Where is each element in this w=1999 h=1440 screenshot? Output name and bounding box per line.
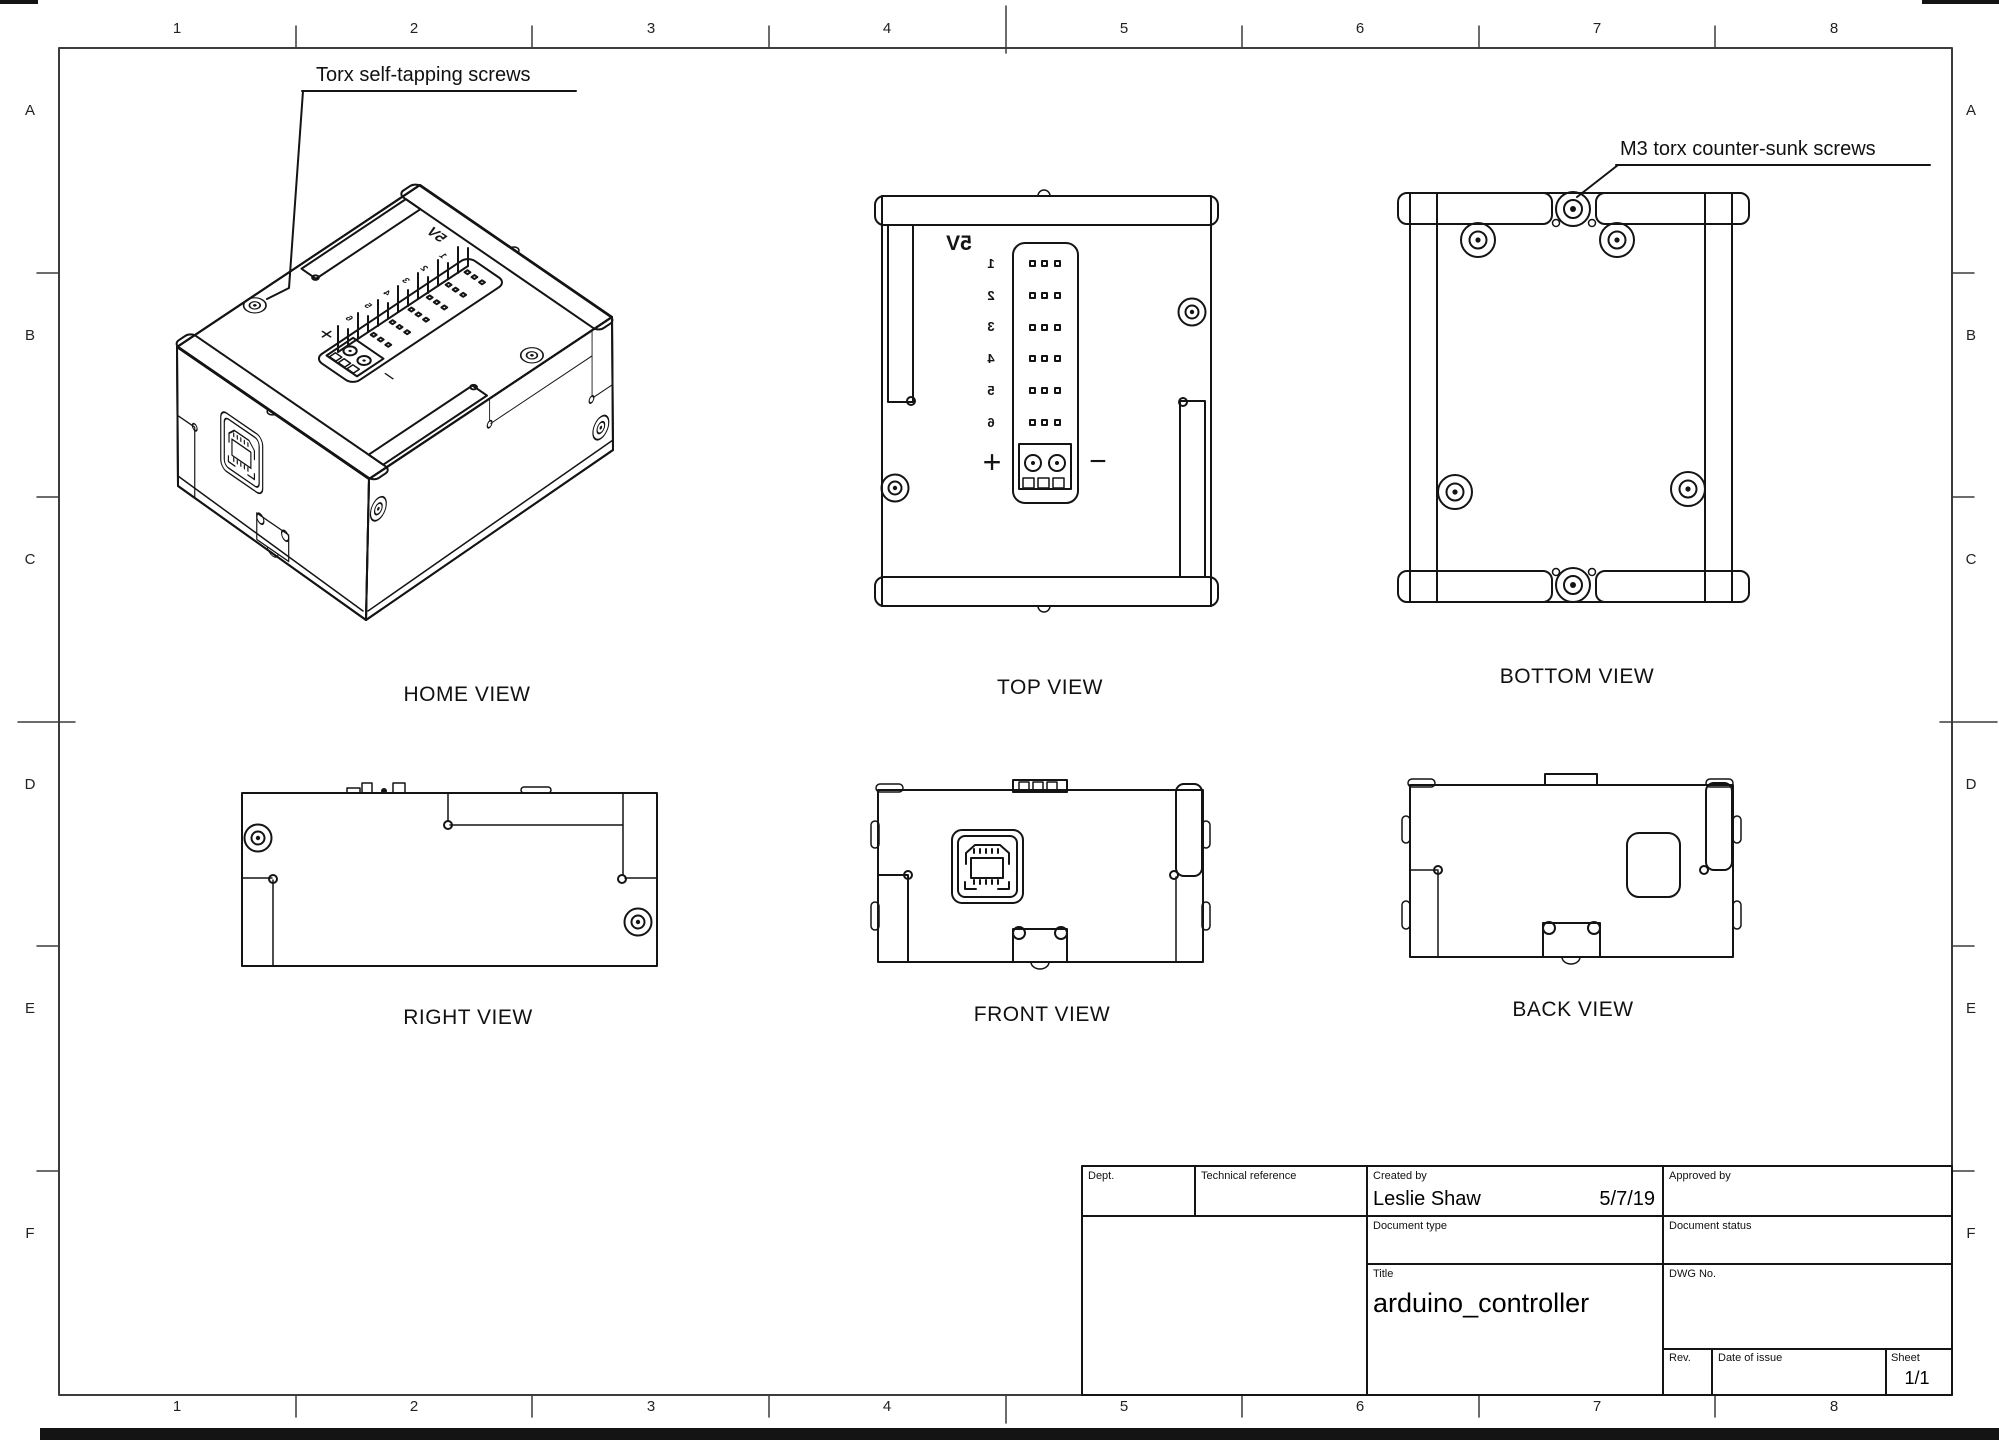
approved-by-label: Approved by [1669,1170,1731,1182]
back-view-label: BACK VIEW [1512,998,1634,1021]
date-of-issue-label: Date of issue [1718,1352,1783,1364]
created-by-value: Leslie Shaw [1373,1188,1481,1210]
zone-col-bottom-3: 3 [646,1398,656,1415]
sheet-frame [17,5,1998,1424]
title-block-grid [1081,1165,1953,1396]
home-view-label: HOME VIEW [403,683,531,706]
zone-col-bottom-8: 8 [1829,1398,1839,1415]
back-view-drawing [1401,773,1742,965]
right-view-label: RIGHT VIEW [403,1006,533,1029]
zone-row-right-f: F [1966,1225,1976,1242]
zone-col-bottom-2: 2 [409,1398,419,1415]
zone-col-bottom-1: 1 [172,1398,182,1415]
m3-screw-annotation: M3 torx counter-sunk screws [1620,138,1876,160]
document-status-label: Document status [1669,1220,1752,1232]
zone-row-left-d: D [24,776,36,793]
bottom-view-drawing [1397,191,1750,603]
zone-col-top-4: 4 [882,20,892,37]
zone-col-top-6: 6 [1355,20,1365,37]
drawing-title: arduino_controller [1373,1288,1590,1318]
front-view-drawing [870,779,1211,970]
top-view-label: TOP VIEW [997,676,1103,699]
power-jack-opening [1626,832,1681,898]
zone-row-right-b: B [1965,327,1976,344]
zone-col-bottom-7: 7 [1592,1398,1602,1415]
zone-col-top-3: 3 [646,20,656,37]
zone-row-right-d: D [1965,776,1977,793]
front-view-label: FRONT VIEW [973,1003,1111,1026]
technical-reference-label: Technical reference [1201,1170,1297,1182]
rev-label: Rev. [1669,1352,1691,1364]
zone-col-top-1: 1 [172,20,182,37]
zone-row-right-e: E [1965,1000,1976,1017]
title-label: Title [1373,1268,1394,1280]
document-type-label: Document type [1373,1220,1447,1232]
annotation-leaders [266,90,1931,300]
torx-screw-annotation: Torx self-tapping screws [316,64,531,86]
zone-col-top-2: 2 [409,20,419,37]
back-foot [1542,921,1601,965]
dept-label: Dept. [1088,1170,1115,1182]
created-by-label: Created by [1373,1170,1427,1182]
zone-row-left-f: F [25,1225,35,1242]
zone-row-left-b: B [24,327,35,344]
right-view-drawing [241,782,658,967]
bottom-view-label: BOTTOM VIEW [1499,665,1655,688]
sheet-value: 1/1 [1904,1368,1930,1388]
zone-row-right-c: C [1965,551,1977,568]
dwg-no-label: DWG No. [1669,1268,1717,1280]
zone-col-top-7: 7 [1592,20,1602,37]
pin-header-comb [337,246,469,353]
top-view-drawing [875,190,1218,612]
created-date-value: 5/7/19 [1599,1188,1655,1210]
zone-row-left-a: A [24,102,35,119]
zone-row-left-c: C [24,551,36,568]
zone-col-top-8: 8 [1829,20,1839,37]
zone-col-bottom-5: 5 [1119,1398,1129,1415]
sheet-label: Sheet [1891,1352,1920,1364]
zone-row-right-a: A [1965,102,1976,119]
zone-col-top-5: 5 [1119,20,1129,37]
zone-row-left-e: E [24,1000,35,1017]
zone-col-bottom-6: 6 [1355,1398,1365,1415]
zone-col-bottom-4: 4 [882,1398,892,1415]
home-view-drawing [170,180,619,621]
